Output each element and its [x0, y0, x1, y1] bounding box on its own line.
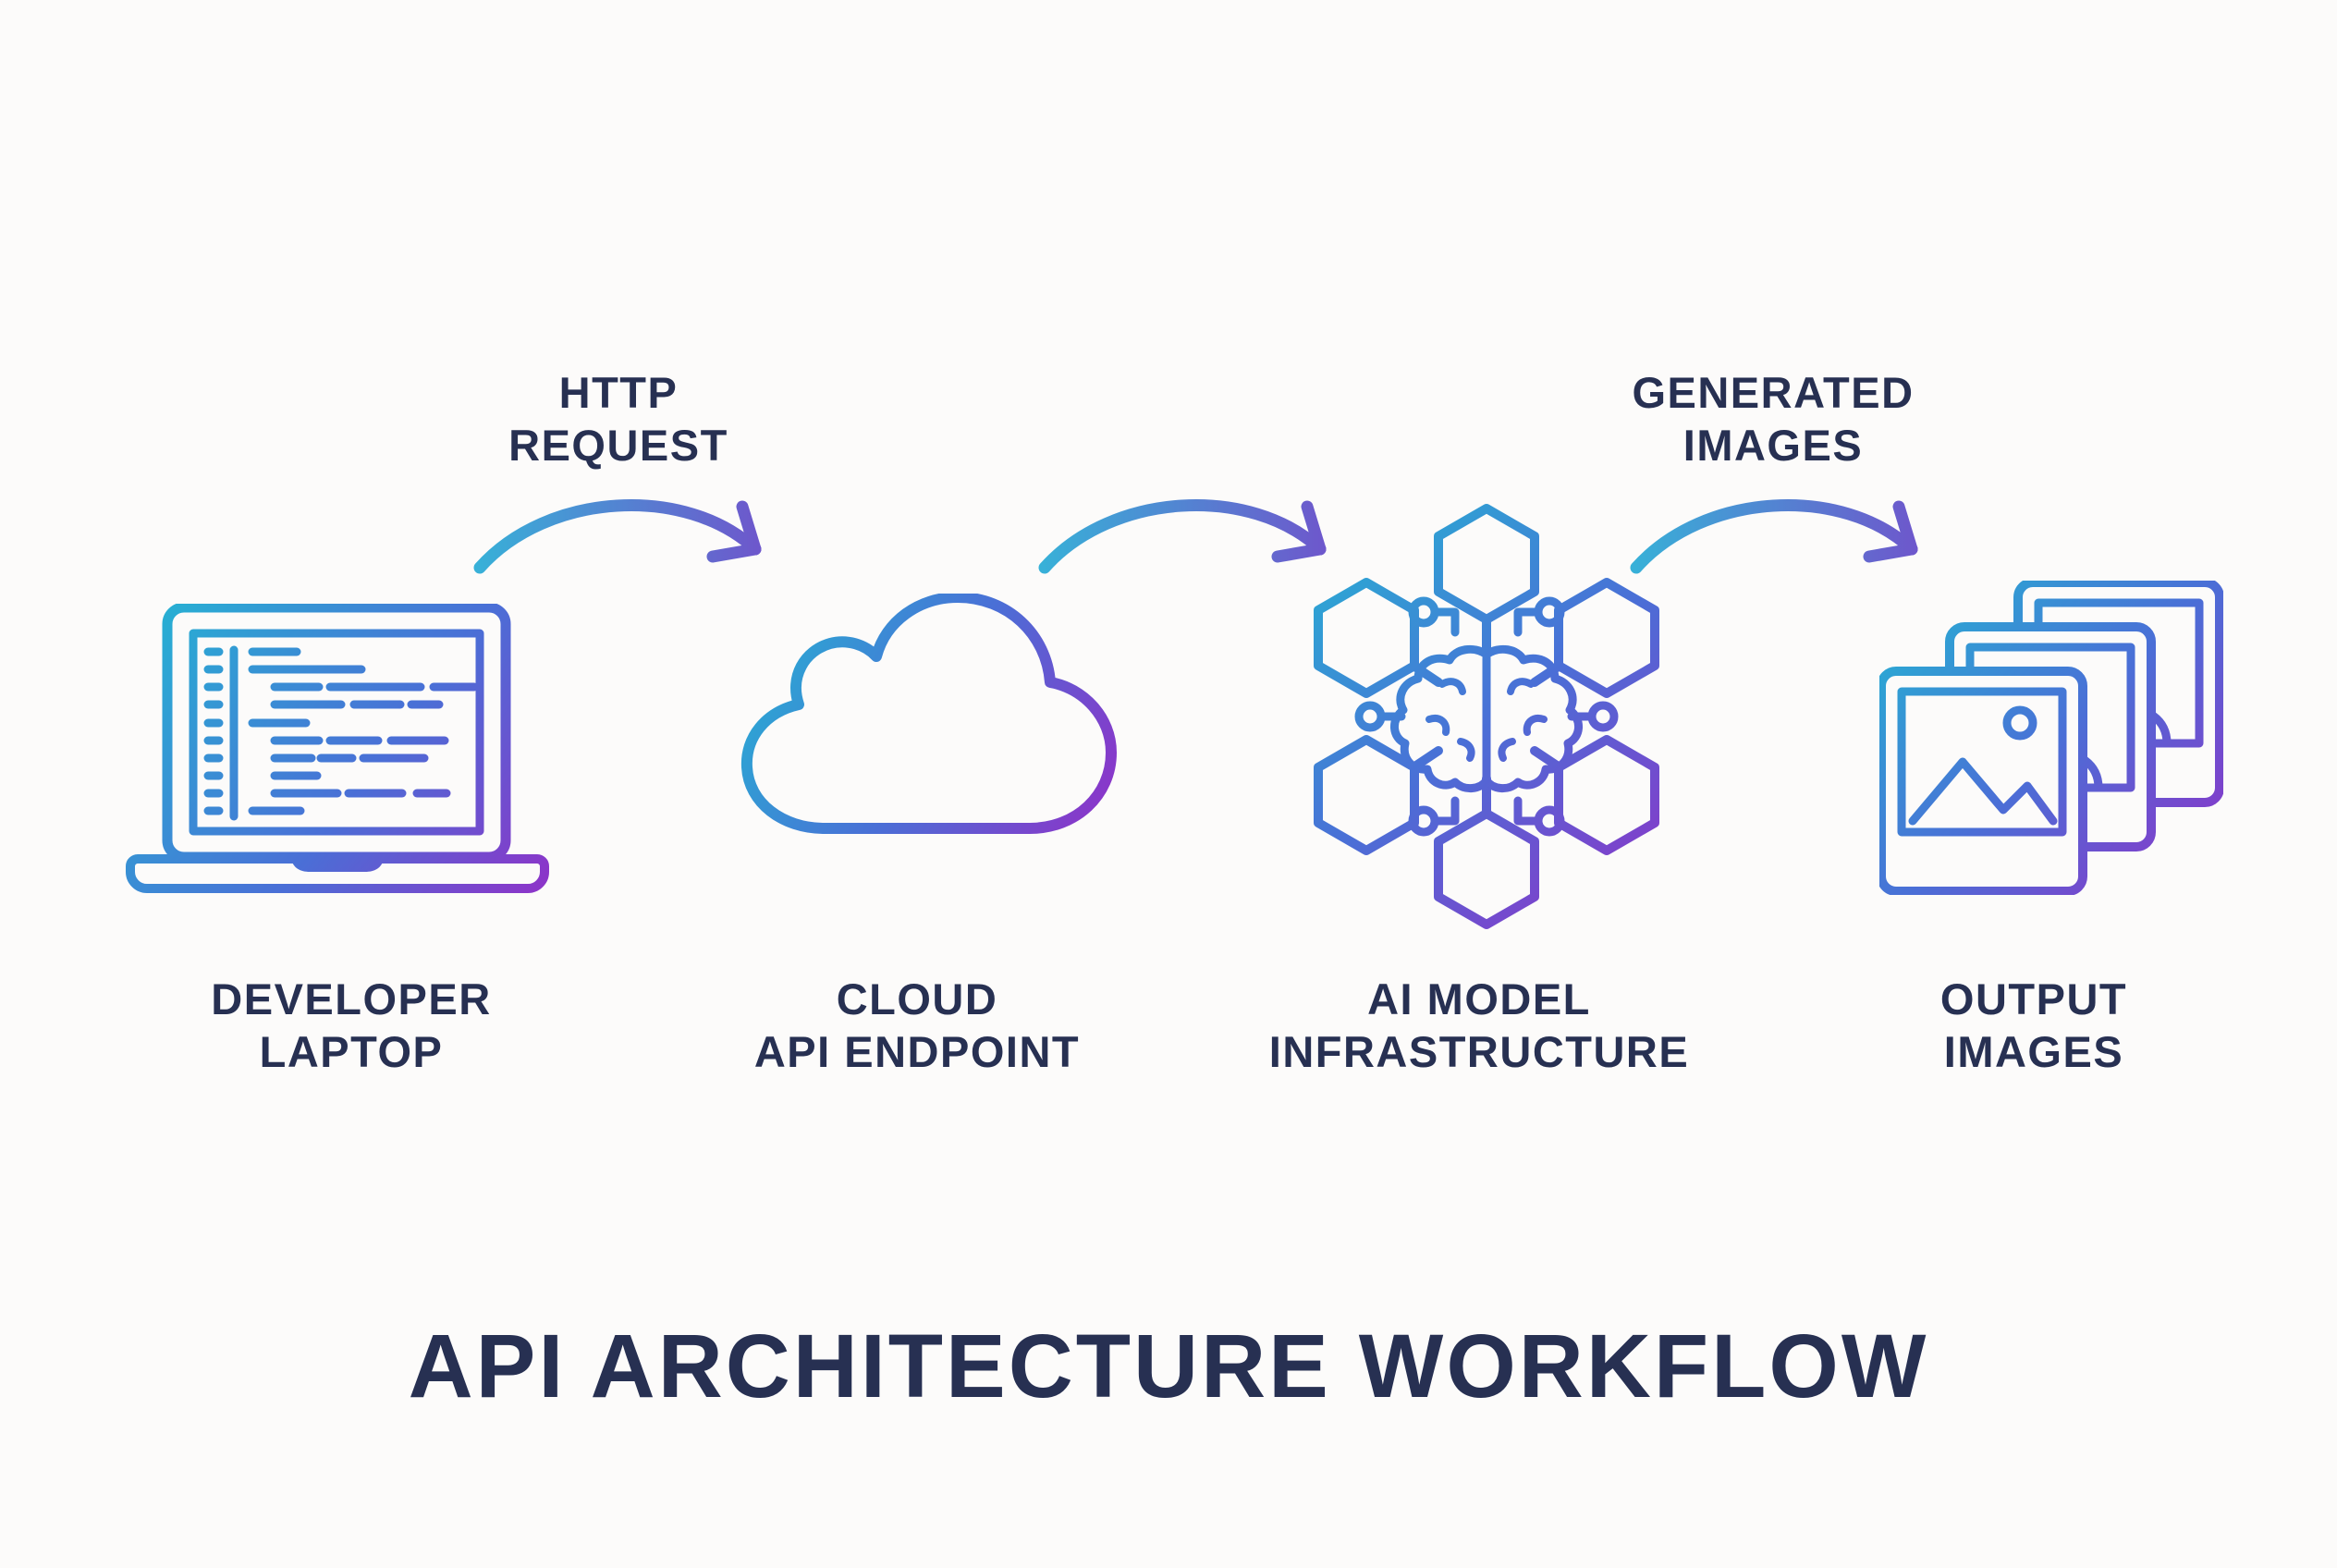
- node-label-line: AI MODEL: [1367, 974, 1591, 1023]
- curved-arrow-icon: [1038, 499, 1327, 574]
- flow-arrow-3: [1625, 483, 1939, 612]
- arrow-label-generated-images: GENERATED IMAGES: [1533, 366, 2013, 472]
- node-cloud-api-endpoint: [721, 594, 1119, 836]
- node-label-line: IMAGES: [1943, 1027, 2124, 1076]
- ai-network-icon: [1314, 504, 1659, 929]
- node-developer-laptop: [125, 604, 550, 895]
- node-label-line: LAPTOP: [259, 1027, 444, 1076]
- page-title: API ARCHITECTURE WORKFLOW: [408, 1316, 1929, 1416]
- laptop-icon: [126, 604, 549, 893]
- circuit-nodes: [1354, 596, 1619, 837]
- node-label-line: OUTPUT: [1939, 974, 2128, 1023]
- arrow-label-line: IMAGES: [1682, 421, 1864, 470]
- curved-arrow-icon: [473, 499, 762, 574]
- node-ai-model-infrastructure: [1292, 499, 1681, 934]
- arrow-label-line: REQUEST: [508, 421, 728, 470]
- label-cloud-api-endpoint: CLOUD API ENDPOINT: [677, 973, 1157, 1078]
- arrow-label-line: HTTP: [558, 368, 679, 417]
- node-output-images: [1879, 581, 2223, 895]
- node-label-line: DEVELOPER: [211, 974, 492, 1023]
- node-label-line: INFRASTRUCTURE: [1268, 1027, 1690, 1076]
- label-ai-model-infrastructure: AI MODEL INFRASTRUCTURE: [1239, 973, 1719, 1078]
- brain-glyph: [1390, 644, 1583, 792]
- photo-frame-front: [1879, 667, 2087, 895]
- flow-arrow-2: [1034, 483, 1348, 612]
- label-developer-laptop: DEVELOPER LAPTOP: [111, 973, 592, 1078]
- image-stack-icon: [1879, 581, 2223, 895]
- node-label-line: CLOUD: [836, 974, 998, 1023]
- label-output-images: OUTPUT IMAGES: [1793, 973, 2274, 1078]
- cloud-icon: [740, 594, 1117, 834]
- arrow-label-http-request: HTTP REQUEST: [378, 366, 859, 472]
- node-label-line: API ENDPOINT: [753, 1027, 1081, 1076]
- curved-arrow-icon: [1630, 499, 1918, 574]
- flow-arrow-1: [469, 483, 783, 612]
- arrow-label-line: GENERATED: [1632, 368, 1915, 417]
